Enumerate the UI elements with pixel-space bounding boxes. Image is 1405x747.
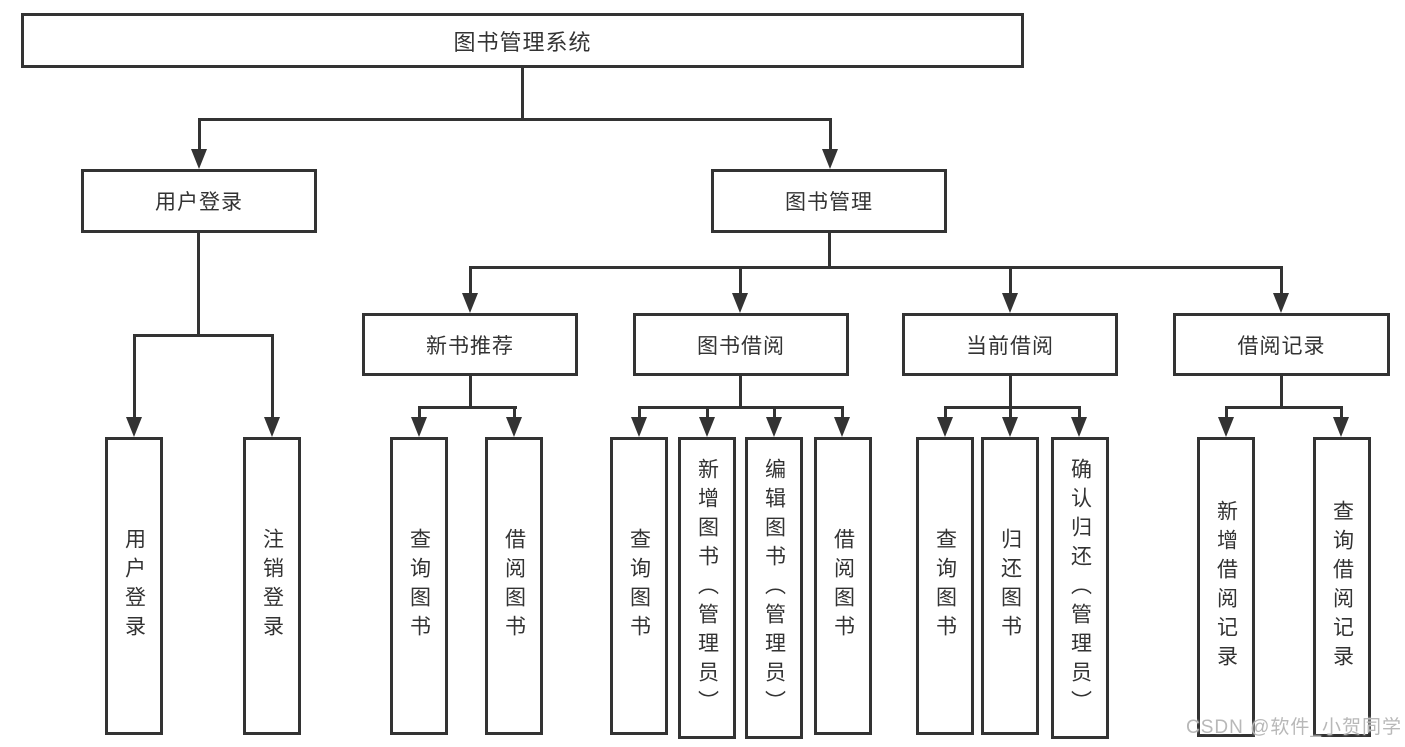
node-new-book-recommend: 新书推荐 <box>362 313 578 376</box>
connector-line <box>1009 376 1012 406</box>
connector-line <box>1225 406 1228 417</box>
node-current-borrow: 当前借阅 <box>902 313 1118 376</box>
leaf-query-borrow-record: 查询借阅记录 <box>1313 437 1371 737</box>
arrowhead-icon <box>506 417 522 437</box>
leaf-add-books-admin-label: 新增图书（管理员） <box>695 457 719 719</box>
node-borrow-records: 借阅记录 <box>1173 313 1390 376</box>
leaf-user-login: 用户登录 <box>105 437 163 735</box>
node-book-borrow-label: 图书借阅 <box>697 334 785 358</box>
leaf-add-books-admin: 新增图书（管理员） <box>678 437 736 739</box>
leaf-logout-label: 注销登录 <box>260 528 284 644</box>
csdn-watermark: CSDN @软件_小贺同学 <box>1186 717 1402 738</box>
node-root: 图书管理系统 <box>21 13 1024 68</box>
arrowhead-icon <box>631 417 647 437</box>
connector-line <box>739 376 742 406</box>
leaf-borrow-borrow-books: 借阅图书 <box>814 437 872 735</box>
connector-line <box>198 118 201 151</box>
node-book-borrow: 图书借阅 <box>633 313 849 376</box>
arrowhead-icon <box>191 149 207 169</box>
connector-line <box>706 406 709 417</box>
leaf-rec-query-books: 查询图书 <box>390 437 448 735</box>
arrowhead-icon <box>1002 293 1018 313</box>
leaf-edit-books-admin: 编辑图书（管理员） <box>745 437 803 739</box>
connector-line <box>271 334 274 417</box>
arrowhead-icon <box>699 417 715 437</box>
connector-line <box>133 334 136 417</box>
leaf-rec-borrow-books-label: 借阅图书 <box>502 528 526 644</box>
node-current-borrow-label: 当前借阅 <box>966 334 1054 358</box>
connector-line <box>1225 406 1343 409</box>
connector-line <box>469 266 472 293</box>
arrowhead-icon <box>937 417 953 437</box>
connector-line <box>828 233 831 266</box>
connector-line <box>773 406 776 417</box>
arrowhead-icon <box>1273 293 1289 313</box>
leaf-add-borrow-record: 新增借阅记录 <box>1197 437 1255 737</box>
connector-line <box>418 406 421 417</box>
connector-line <box>944 406 1081 409</box>
arrowhead-icon <box>766 417 782 437</box>
arrowhead-icon <box>834 417 850 437</box>
leaf-return-books-label: 归还图书 <box>998 528 1022 644</box>
connector-line <box>1340 406 1343 417</box>
leaf-logout: 注销登录 <box>243 437 301 735</box>
connector-line <box>638 406 844 409</box>
connector-line <box>133 334 273 337</box>
leaf-edit-books-admin-label: 编辑图书（管理员） <box>762 457 786 719</box>
connector-line <box>739 266 742 293</box>
arrowhead-icon <box>822 149 838 169</box>
connector-line <box>944 406 947 417</box>
leaf-current-query-books-label: 查询图书 <box>933 528 957 644</box>
node-book-management-label: 图书管理 <box>785 191 873 214</box>
leaf-confirm-return-admin: 确认归还（管理员） <box>1051 437 1109 739</box>
connector-line <box>841 406 844 417</box>
connector-line <box>829 118 832 151</box>
connector-line <box>469 376 472 406</box>
connector-line <box>1280 376 1283 406</box>
connector-line <box>1009 406 1012 417</box>
connector-line <box>638 406 641 417</box>
connector-line <box>1078 406 1081 417</box>
leaf-current-query-books: 查询图书 <box>916 437 974 735</box>
connector-line <box>197 233 200 334</box>
arrowhead-icon <box>1218 417 1234 437</box>
arrowhead-icon <box>126 417 142 437</box>
arrowhead-icon <box>1071 417 1087 437</box>
node-borrow-records-label: 借阅记录 <box>1237 334 1326 358</box>
connector-line <box>469 266 1282 269</box>
leaf-rec-borrow-books: 借阅图书 <box>485 437 543 735</box>
node-new-book-recommend-label: 新书推荐 <box>426 334 514 358</box>
connector-line <box>521 68 524 118</box>
leaf-add-borrow-record-label: 新增借阅记录 <box>1214 500 1238 674</box>
arrowhead-icon <box>732 293 748 313</box>
node-root-label: 图书管理系统 <box>453 29 592 55</box>
arrowhead-icon <box>264 417 280 437</box>
connector-line <box>1280 266 1283 293</box>
arrowhead-icon <box>1333 417 1349 437</box>
leaf-rec-query-books-label: 查询图书 <box>407 528 431 644</box>
connector-line <box>513 406 516 417</box>
leaf-query-borrow-record-label: 查询借阅记录 <box>1330 500 1354 674</box>
node-book-management: 图书管理 <box>711 169 947 233</box>
connector-line <box>1009 266 1012 293</box>
leaf-user-login-label: 用户登录 <box>122 528 146 644</box>
leaf-borrow-borrow-books-label: 借阅图书 <box>831 528 855 644</box>
connector-line <box>198 118 830 121</box>
leaf-return-books: 归还图书 <box>981 437 1039 735</box>
leaf-borrow-query-books: 查询图书 <box>610 437 668 735</box>
node-user-login-label: 用户登录 <box>155 191 243 214</box>
leaf-borrow-query-books-label: 查询图书 <box>627 528 651 644</box>
node-user-login: 用户登录 <box>81 169 317 233</box>
arrowhead-icon <box>1002 417 1018 437</box>
connector-line <box>418 406 517 409</box>
arrowhead-icon <box>462 293 478 313</box>
arrowhead-icon <box>411 417 427 437</box>
leaf-confirm-return-admin-label: 确认归还（管理员） <box>1068 457 1092 719</box>
